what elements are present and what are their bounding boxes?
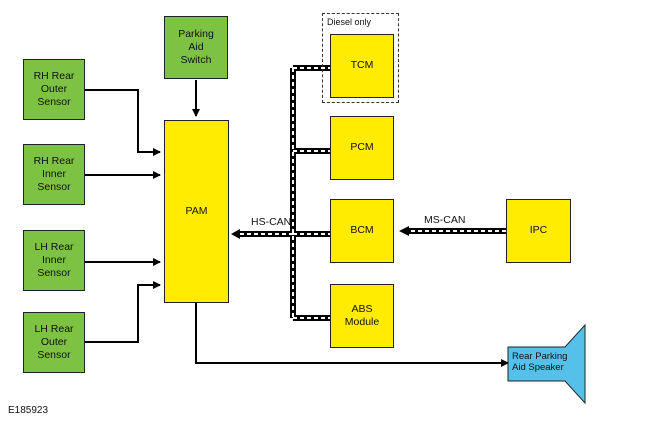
lh-rear-outer-sensor: LH Rear Outer Sensor: [23, 312, 85, 373]
parking-aid-switch: Parking Aid Switch: [164, 16, 228, 79]
pcm-module: PCM: [330, 116, 394, 180]
bcm-module: BCM: [330, 199, 394, 263]
diesel-only-label: Diesel only: [327, 17, 372, 27]
abs-module: ABS Module: [330, 284, 394, 348]
pam-module: PAM: [164, 120, 229, 303]
hs-can-label: HS-CAN: [251, 216, 292, 228]
rh-rear-outer-sensor: RH Rear Outer Sensor: [23, 59, 85, 120]
rh-rear-inner-sensor: RH Rear Inner Sensor: [23, 144, 85, 205]
tcm-module: TCM: [330, 34, 394, 98]
ms-can-label: MS-CAN: [424, 214, 466, 226]
sensor-connections: [84, 80, 509, 367]
rear-parking-aid-speaker-label: Rear Parking Aid Speaker: [512, 351, 568, 374]
diesel-only-frame: [322, 13, 399, 103]
lh-rear-inner-sensor: LH Rear Inner Sensor: [23, 230, 85, 291]
hs-can-bus: [231, 65, 330, 321]
speaker-icon: [507, 323, 586, 405]
figure-id: E185923: [8, 405, 49, 416]
ms-can-link: [399, 226, 506, 236]
ipc-module: IPC: [506, 199, 571, 263]
